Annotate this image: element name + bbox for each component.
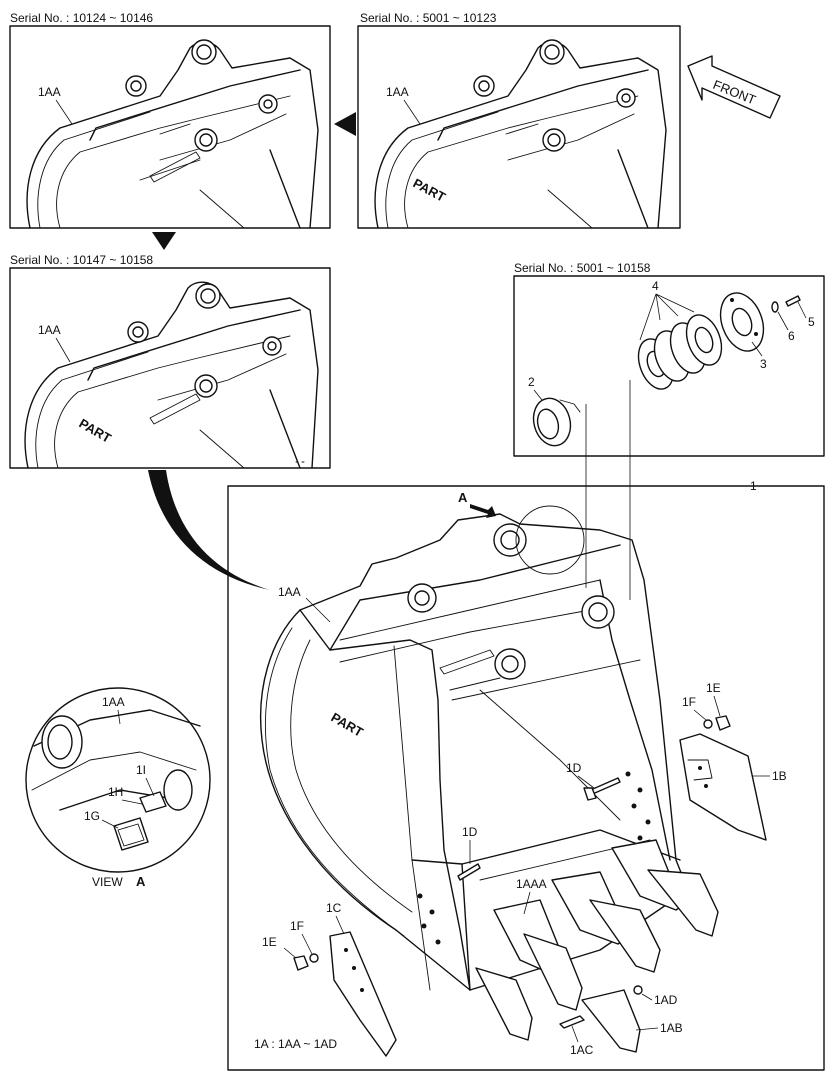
view-marker-main: A (458, 490, 468, 505)
serial-label-middle-left: Serial No. : 10147 ~ 10158 (10, 253, 153, 267)
bolt-1d-left (457, 863, 481, 881)
plug-2 (532, 397, 581, 447)
panel-detail: Serial No. : 5001 ~ 10158 4 (513, 261, 825, 457)
brand-mark-top-right: PART (411, 175, 448, 204)
main-bucket-drawing (259, 513, 689, 991)
serial-label-top-right: Serial No. : 5001 ~ 10123 (360, 11, 497, 25)
front-arrow-icon: FRONT (687, 55, 781, 119)
part-label-middle-left: 1AA (38, 323, 61, 337)
part-label-top-right: 1AA (386, 85, 409, 99)
shim-stack (637, 314, 723, 390)
view-a-label-1h: 1H (108, 785, 123, 799)
triangle-arrow-down-icon (152, 232, 176, 250)
label-1ac: 1AC (570, 1043, 594, 1057)
label-1f-left: 1F (290, 919, 304, 933)
view-a-circle (25, 687, 211, 873)
side-cutter-1c (329, 931, 397, 1057)
washer-1f-right (703, 719, 713, 729)
label-1f-right: 1F (682, 695, 696, 709)
label-1d-left: 1D (462, 825, 478, 839)
part-label-top-left: 1AA (38, 85, 61, 99)
label-1b: 1B (772, 769, 787, 783)
panel-top-left: Serial No. : 10124 ~ 10146 1AA (9, 11, 331, 229)
label-1ad: 1AD (654, 993, 678, 1007)
side-cutter-1b (679, 733, 767, 841)
panel-frame-top-left (9, 25, 331, 229)
part-label-2: 2 (528, 375, 535, 389)
panel-frame-main (227, 485, 825, 1071)
kit-note: 1A : 1AA ~ 1AD (254, 1037, 337, 1051)
view-a-label-1aa: 1AA (102, 695, 125, 709)
view-a-label-1g: 1G (84, 809, 100, 823)
view-a-arrow-icon (470, 504, 496, 518)
part-label-6: 6 (788, 329, 795, 343)
label-1e-right: 1E (706, 681, 721, 695)
bucket-sketch-middle-left (24, 281, 319, 469)
part-label-4: 4 (652, 279, 659, 293)
label-1d-right: 1D (566, 761, 582, 775)
serial-label-detail: Serial No. : 5001 ~ 10158 (514, 261, 651, 275)
retainer-plate (719, 292, 765, 352)
view-a-marker: A (136, 874, 146, 889)
label-1aaa: 1AAA (516, 877, 547, 891)
triangle-arrow-left-icon (334, 112, 356, 136)
label-1e-left: 1E (262, 935, 277, 949)
serial-label-top-left: Serial No. : 10124 ~ 10146 (10, 11, 153, 25)
bucket-sketch-top-left (26, 39, 319, 229)
label-1aa-main: 1AA (278, 585, 301, 599)
view-a-label-1i: 1I (136, 763, 146, 777)
washer-1f-left (309, 953, 319, 963)
panel-frame-middle-left (9, 267, 331, 469)
panel-main: 1 (227, 479, 825, 1071)
panel-frame-top-right (357, 25, 681, 229)
panel-middle-left: Serial No. : 10147 ~ 10158 PART 1AA (9, 253, 331, 469)
teeth-group (475, 839, 719, 1053)
part-label-5: 5 (808, 315, 815, 329)
label-1c: 1C (326, 901, 342, 915)
part-label-3: 3 (760, 357, 767, 371)
pin-1ad (633, 985, 643, 995)
lock-1ac (559, 1015, 585, 1029)
bucket-sketch-top-right (374, 39, 667, 229)
bolt-5 (785, 295, 801, 307)
curved-pointer-icon (148, 470, 270, 590)
view-a-magnifier-circle (515, 505, 585, 575)
brand-mark-middle-left: PART (77, 416, 114, 446)
label-1ab: 1AB (660, 1021, 683, 1035)
washer-6 (771, 301, 779, 313)
nut-1e-right (715, 715, 731, 731)
view-a-detail: 1AA 1I 1H 1G VIEW A (25, 687, 211, 889)
plate-1h (139, 791, 167, 813)
brand-mark-main: PART (329, 710, 366, 740)
nut-1e-left (293, 955, 309, 971)
panel-frame-detail (513, 275, 825, 457)
view-a-title: VIEW (92, 875, 123, 889)
panel-top-right: Serial No. : 5001 ~ 10123 PART 1AA (357, 11, 681, 229)
